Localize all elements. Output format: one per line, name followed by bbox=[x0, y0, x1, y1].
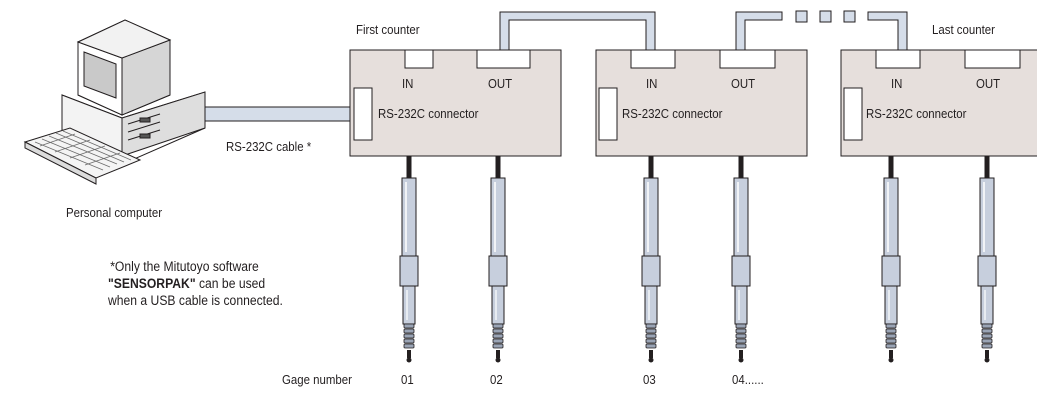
gage-group bbox=[399, 156, 997, 363]
counter-1-connector-label: RS-232C connector bbox=[378, 106, 479, 121]
counter-2-in-label: IN bbox=[646, 76, 658, 91]
counter-box-3 bbox=[840, 49, 1037, 157]
personal-computer-label: Personal computer bbox=[66, 205, 163, 220]
counter-3-connector-label: RS-232C connector bbox=[866, 106, 967, 121]
counter-3-out-label: OUT bbox=[976, 76, 1001, 91]
gage-probe-icon bbox=[641, 156, 661, 363]
footnote-line-3: when a USB cable is connected. bbox=[108, 293, 283, 308]
personal-computer-icon bbox=[23, 19, 206, 185]
counter-box-2 bbox=[595, 49, 808, 157]
gage-number-01: 01 bbox=[401, 372, 414, 387]
gage-probe-icon bbox=[881, 156, 901, 363]
counter-3-in-label: IN bbox=[891, 76, 903, 91]
counter-1-in-label: IN bbox=[402, 76, 414, 91]
rs232c-cable bbox=[204, 106, 356, 122]
daisy-chain-cable-1 bbox=[499, 11, 656, 52]
rs232-cable-label: RS-232C cable * bbox=[226, 139, 312, 154]
footnote-sensorpak: "SENSORPAK" bbox=[108, 276, 196, 291]
gage-number-03: 03 bbox=[643, 372, 656, 387]
counter-1-out-label: OUT bbox=[488, 76, 513, 91]
gage-probe-icon bbox=[488, 156, 508, 363]
counter-2-connector-label: RS-232C connector bbox=[622, 106, 723, 121]
footnote-line-2-rest: can be used bbox=[195, 276, 266, 291]
last-counter-label: Last counter bbox=[932, 22, 995, 37]
daisy-chain-cable-2 bbox=[735, 10, 908, 52]
footnote-line-1: *Only the Mitutoyo software bbox=[110, 259, 259, 274]
gage-probe-icon bbox=[977, 156, 997, 363]
footnote: *Only the Mitutoyo software "SENSORPAK" … bbox=[108, 258, 283, 309]
gage-number-label: Gage number bbox=[282, 372, 352, 387]
gage-probe-icon bbox=[731, 156, 751, 363]
counter-2-out-label: OUT bbox=[731, 76, 756, 91]
gage-probe-icon bbox=[399, 156, 419, 363]
gage-number-04: 04...... bbox=[732, 372, 764, 387]
counter-box-1 bbox=[349, 49, 562, 157]
first-counter-label: First counter bbox=[356, 22, 420, 37]
footnote-line-2: "SENSORPAK" can be used bbox=[108, 275, 265, 292]
gage-number-02: 02 bbox=[490, 372, 503, 387]
